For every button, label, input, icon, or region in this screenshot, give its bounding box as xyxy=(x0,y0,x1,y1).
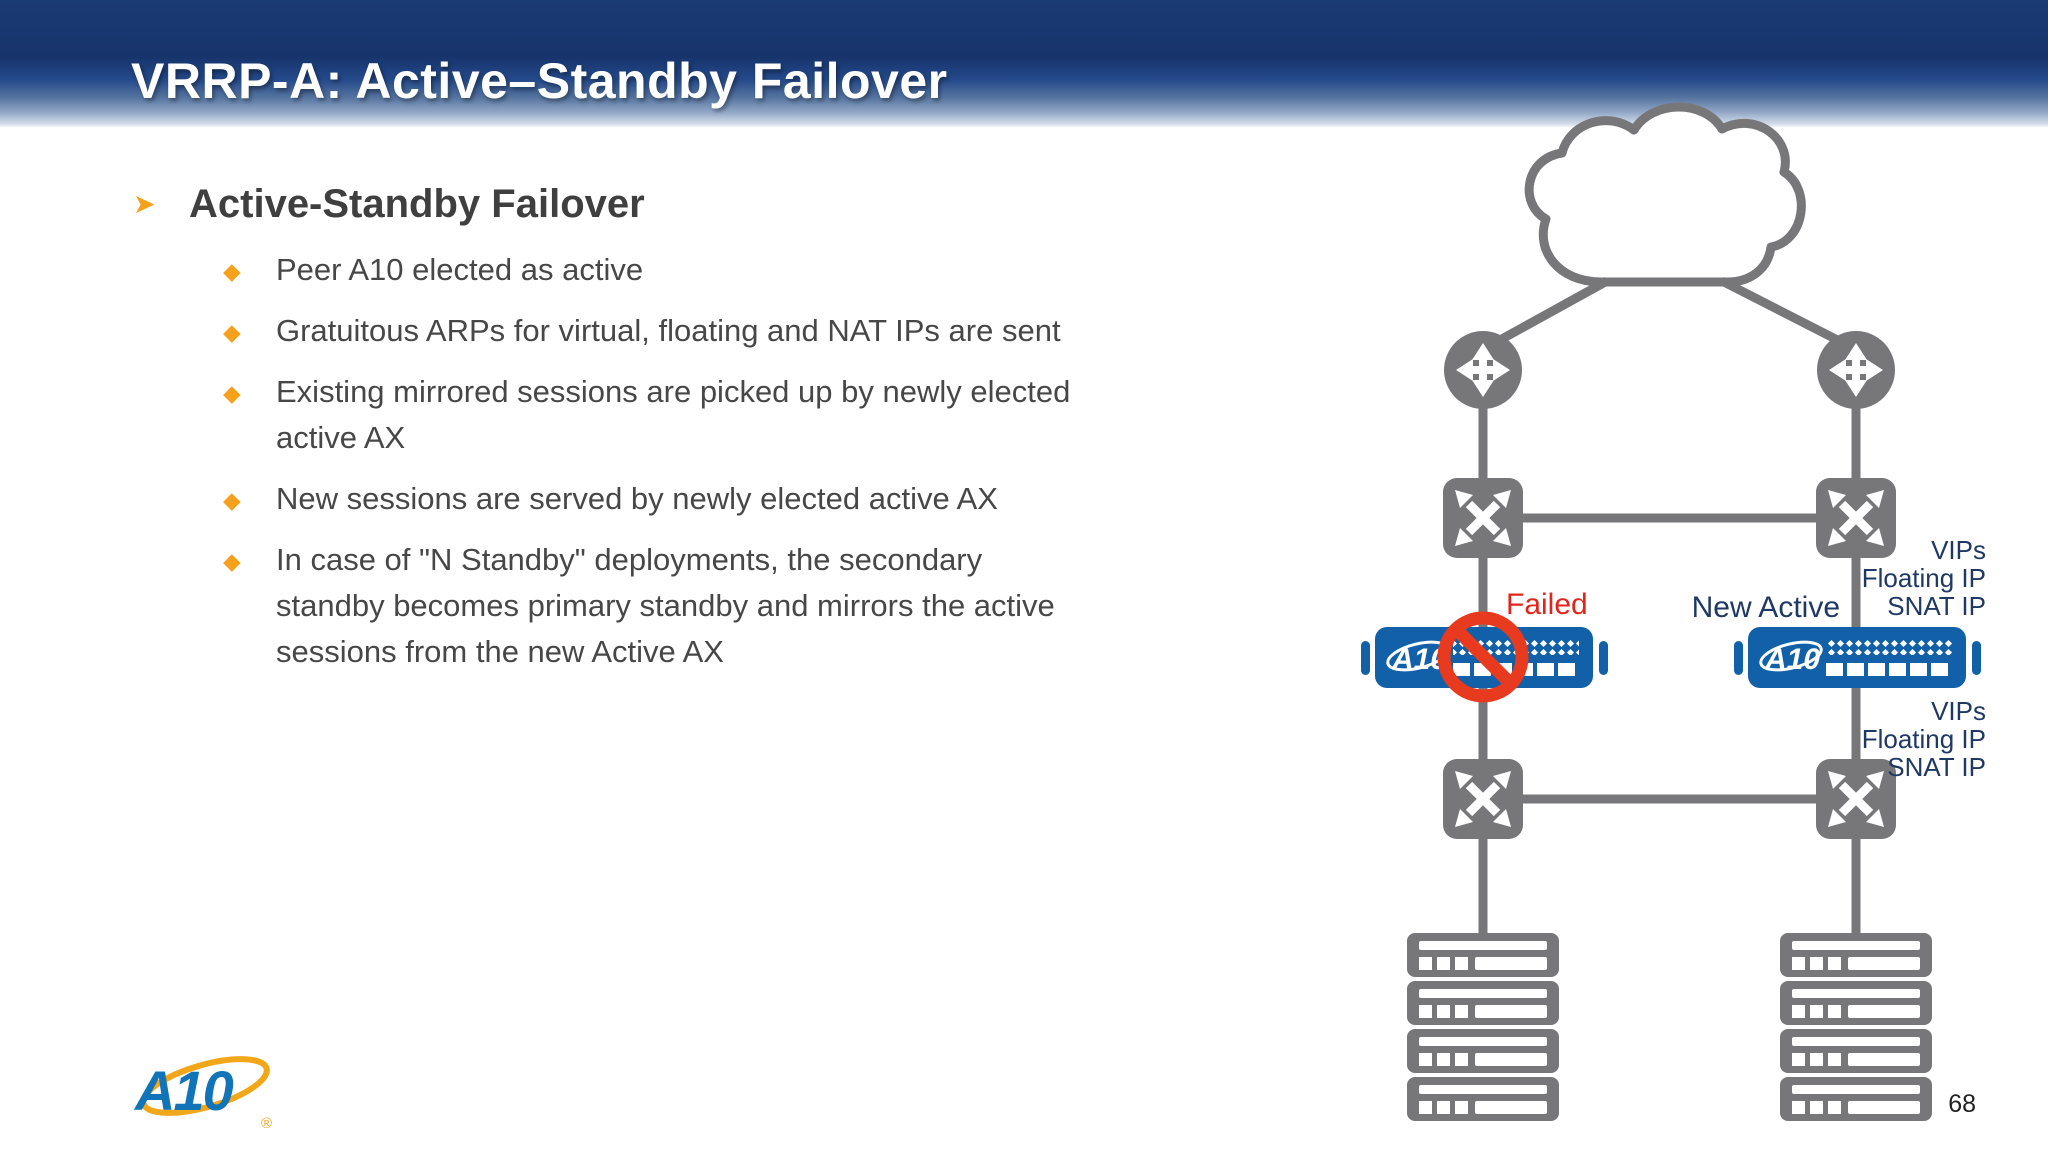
bullet-list: ◆ Peer A10 elected as active ◆ Gratuitou… xyxy=(133,247,1093,675)
new-active-label: New Active xyxy=(1691,591,1840,624)
server-stack-right xyxy=(1780,933,1932,1121)
prohibition-icon xyxy=(1437,611,1529,703)
list-item: ◆ Peer A10 elected as active xyxy=(133,247,1085,293)
cloud-icon xyxy=(1524,102,1806,287)
header-bar: VRRP-A: Active–Standby Failover xyxy=(0,0,2048,128)
diamond-bullet-icon: ◆ xyxy=(223,319,241,345)
switch-icon-bottom-right xyxy=(1816,759,1896,839)
a10-appliance-active: A10 xyxy=(1734,627,1981,688)
router-icon-right xyxy=(1817,331,1895,409)
vip-line: VIPs xyxy=(1931,696,1986,726)
logo-text: A10 xyxy=(133,1059,234,1122)
diamond-bullet-icon: ◆ xyxy=(223,380,241,406)
list-item: ◆ New sessions are served by newly elect… xyxy=(133,476,1085,522)
list-item: ◆ Existing mirrored sessions are picked … xyxy=(133,369,1085,461)
switch-icon-top-right xyxy=(1816,478,1896,558)
vip-line: VIPs xyxy=(1931,535,1986,565)
router-icon-left xyxy=(1444,331,1522,409)
list-item: ◆ In case of "N Standby" deployments, th… xyxy=(133,537,1085,675)
list-item: ◆ Gratuitous ARPs for virtual, floating … xyxy=(133,308,1085,354)
vip-line: Floating IP xyxy=(1861,724,1986,754)
diamond-bullet-icon: ◆ xyxy=(223,258,241,284)
arrow-bullet-icon: ➤ xyxy=(133,189,156,219)
vip-line: SNAT IP xyxy=(1887,591,1986,621)
heading-row: ➤ Active-Standby Failover xyxy=(133,180,1093,228)
diamond-bullet-icon: ◆ xyxy=(223,548,241,574)
page-number: 68 xyxy=(1948,1090,1976,1118)
a10-logo: A10 ® xyxy=(133,1056,272,1132)
registered-mark: ® xyxy=(261,1115,272,1132)
bullet-text: In case of "N Standby" deployments, the … xyxy=(276,542,1055,669)
failed-label: Failed xyxy=(1506,588,1588,621)
content-area: ➤ Active-Standby Failover ◆ Peer A10 ele… xyxy=(133,180,1093,690)
vip-line: SNAT IP xyxy=(1887,752,1986,782)
server-stack-left xyxy=(1407,933,1559,1121)
slide-title: VRRP-A: Active–Standby Failover xyxy=(131,53,948,109)
vip-line: Floating IP xyxy=(1861,563,1986,593)
bullet-text: Peer A10 elected as active xyxy=(276,252,644,287)
vip-labels-upper: VIPs Floating IP SNAT IP xyxy=(1862,536,1986,620)
section-heading: Active-Standby Failover xyxy=(189,182,645,226)
bullet-text: New sessions are served by newly elected… xyxy=(276,481,998,516)
switch-icon-top-left xyxy=(1443,478,1523,558)
device-brand-label: A10 xyxy=(1764,643,1820,676)
bullet-text: Gratuitous ARPs for virtual, floating an… xyxy=(276,313,1061,348)
bullet-text: Existing mirrored sessions are picked up… xyxy=(276,374,1071,455)
diamond-bullet-icon: ◆ xyxy=(223,487,241,513)
switch-icon-bottom-left xyxy=(1443,759,1523,839)
vip-labels-lower: VIPs Floating IP SNAT IP xyxy=(1862,697,1986,781)
